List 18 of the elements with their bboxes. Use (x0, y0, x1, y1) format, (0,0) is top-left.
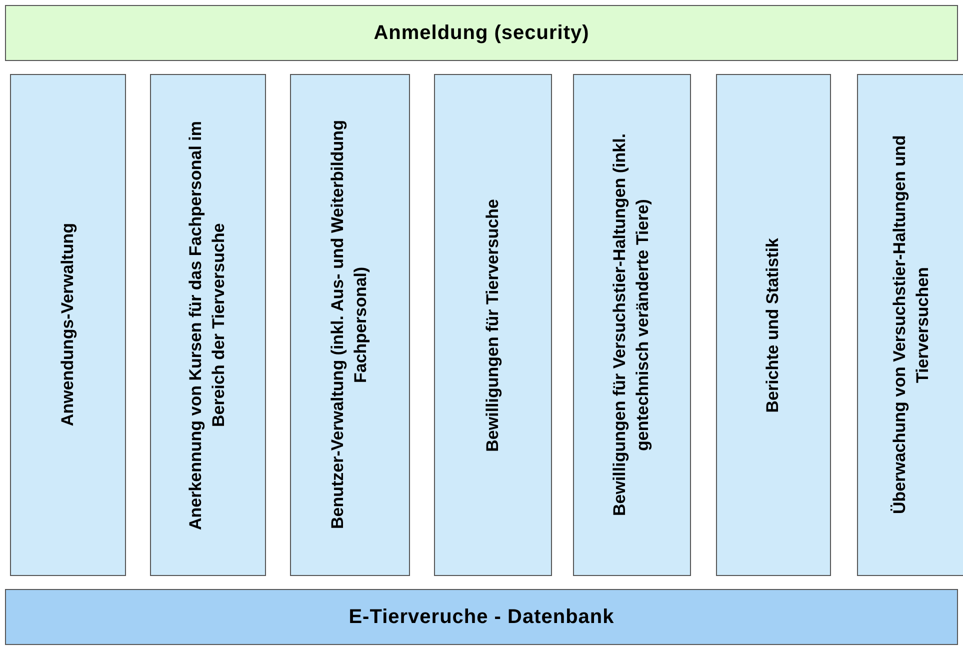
module-column (150, 74, 266, 576)
module-column (434, 74, 552, 576)
module-column (716, 74, 831, 576)
module-column (290, 74, 410, 576)
bar-label: Anmeldung (security) (374, 22, 590, 44)
module-column (10, 74, 126, 576)
module-label: Benutzer-Verwaltung (inkl. Aus- und Weiterbildung Fachpersonal) (327, 120, 371, 530)
module-label: Bewilligungen für Versuchstier-Haltungen (inkl. gentechnisch veränderte Tiere) (609, 132, 653, 518)
module-label: Berichte und Statistik (762, 238, 784, 412)
database-bar (5, 589, 958, 645)
bar-label: E-Tierveruche - Datenbank (348, 606, 614, 628)
module-column (573, 74, 691, 576)
module-label: Anerkennung von Kursen für das Fachpersonal im Bereich der Tierversuche (185, 119, 229, 532)
header-bar (5, 5, 958, 61)
module-label: Überwachung von Versuchstier-Haltungen und Tierversuchen (889, 134, 933, 516)
module-column (857, 74, 963, 576)
module-label: Bewilligungen für Tierversuche (482, 198, 503, 452)
module-label: Anwendungs-Verwaltung (56, 223, 78, 427)
